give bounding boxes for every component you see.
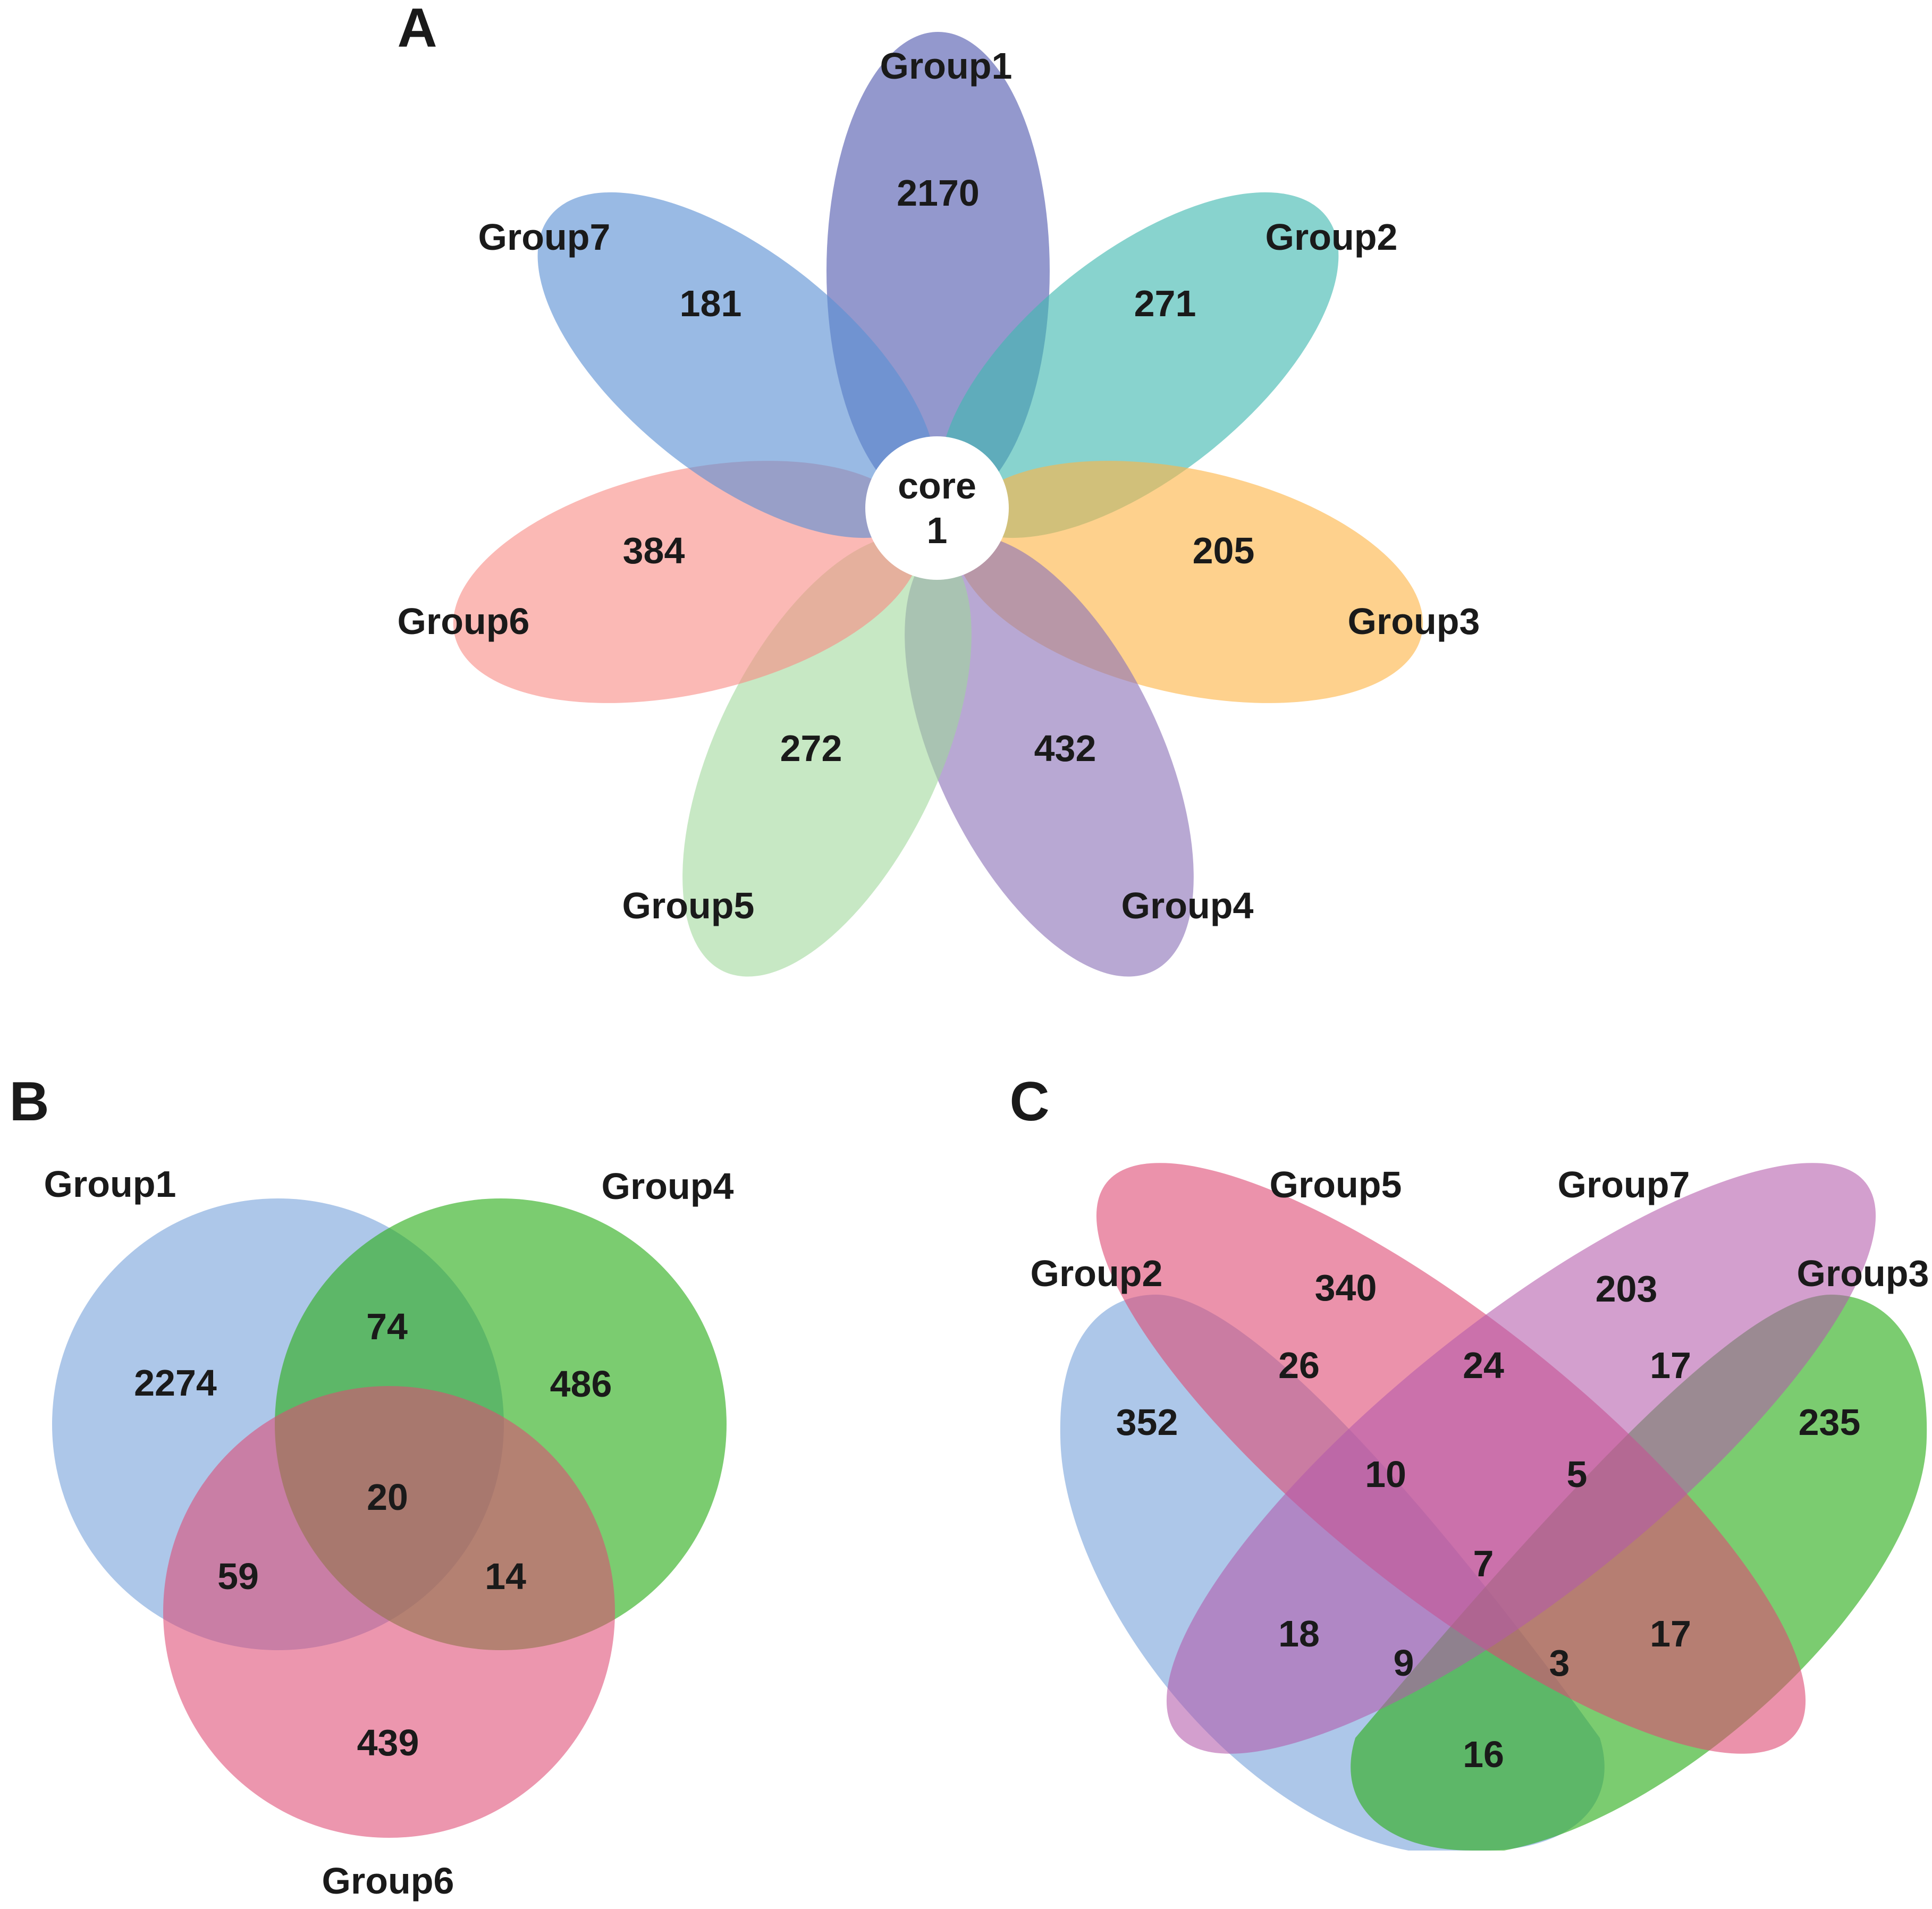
petal-count-group7: 181 [680, 283, 742, 324]
c-count-group2-group5-group3: 3 [1549, 1642, 1570, 1684]
c-label-group2: Group2 [1031, 1253, 1163, 1294]
c-count-group7-group3: 17 [1650, 1345, 1691, 1386]
core-value: 1 [927, 510, 948, 551]
venn-c-shapes [1060, 1163, 1927, 1851]
venn-b-labels: Group1 Group4 Group6 [44, 1163, 734, 1902]
petal-label-group1: Group1 [880, 45, 1013, 87]
c-count-group5-group7: 24 [1463, 1345, 1504, 1386]
b-count-group1-only: 2274 [134, 1362, 217, 1404]
petal-count-group6: 384 [623, 530, 685, 571]
petal-label-group6: Group6 [398, 601, 530, 642]
core-label: core [898, 465, 976, 506]
panel-a: A core 1 2170 271 205 432 272 384 181 Gr… [397, 0, 1480, 977]
petal-count-group4: 432 [1034, 728, 1096, 769]
petal-group4 [905, 535, 1194, 977]
c-count-group2-group7-group3: 9 [1394, 1642, 1414, 1684]
petal-count-group1: 2170 [897, 172, 980, 214]
petal-count-group2: 271 [1134, 283, 1196, 324]
petal-group5 [682, 535, 972, 977]
panel-b: B 2274 74 486 20 59 14 439 Group1 Group4… [9, 1071, 733, 1902]
b-label-group6: Group6 [322, 1860, 454, 1902]
flower-petals [453, 32, 1423, 977]
c-count-group7-only: 203 [1596, 1268, 1658, 1310]
venn-c-counts: 340 203 26 24 17 352 235 10 5 7 18 17 9 … [1116, 1267, 1861, 1775]
venn-b-counts: 2274 74 486 20 59 14 439 [134, 1306, 612, 1763]
b-count-group4-only: 486 [550, 1363, 612, 1405]
b-label-group1: Group1 [44, 1163, 176, 1205]
shape-group7 [1166, 1163, 1876, 1754]
c-label-group7: Group7 [1558, 1164, 1690, 1205]
petal-group7 [537, 192, 937, 538]
panel-a-letter: A [397, 0, 437, 59]
c-count-group2-group7: 18 [1278, 1613, 1320, 1654]
circle-group6 [163, 1386, 615, 1838]
b-count-group1-group4: 74 [366, 1306, 408, 1347]
c-count-all: 7 [1473, 1543, 1494, 1584]
b-count-all: 20 [367, 1476, 408, 1518]
petal-label-group2: Group2 [1265, 216, 1398, 258]
petal-count-group3: 205 [1193, 530, 1255, 571]
core-circle [865, 436, 1009, 580]
c-count-group2-group5: 26 [1278, 1345, 1320, 1386]
b-label-group4: Group4 [602, 1165, 734, 1207]
petal-group2 [939, 192, 1339, 538]
c-count-group5-only: 340 [1315, 1267, 1377, 1308]
petal-label-group7: Group7 [478, 216, 611, 258]
panel-b-letter: B [9, 1071, 49, 1133]
b-count-group6-only: 439 [357, 1722, 419, 1763]
petal-label-group3: Group3 [1348, 601, 1480, 642]
petal-labels: Group1 Group2 Group3 Group4 Group5 Group… [398, 45, 1480, 926]
petal-label-group5: Group5 [622, 885, 755, 926]
panel-c-letter: C [1009, 1071, 1049, 1133]
petal-count-group5: 272 [780, 728, 842, 769]
c-count-group3-only: 235 [1799, 1401, 1861, 1443]
c-count-group2-group5-group7: 10 [1365, 1454, 1406, 1495]
petal-counts: 2170 271 205 432 272 384 181 [623, 172, 1255, 769]
c-label-group3: Group3 [1797, 1253, 1929, 1294]
panel-c: C 340 203 26 24 17 352 235 10 5 7 18 17 … [1009, 1071, 1929, 1851]
c-count-group5-group3: 17 [1650, 1613, 1691, 1654]
c-label-group5: Group5 [1270, 1164, 1402, 1205]
b-count-group4-group6: 14 [485, 1556, 526, 1597]
c-count-group2-only: 352 [1116, 1401, 1178, 1443]
petal-label-group4: Group4 [1121, 885, 1254, 926]
c-count-group5-group7-group3: 5 [1567, 1454, 1588, 1495]
venn-c-labels: Group2 Group5 Group7 Group3 [1031, 1164, 1929, 1294]
venn-b-circles [52, 1198, 727, 1838]
c-count-group2-group3: 16 [1463, 1734, 1504, 1775]
b-count-group1-group6: 59 [217, 1556, 259, 1597]
